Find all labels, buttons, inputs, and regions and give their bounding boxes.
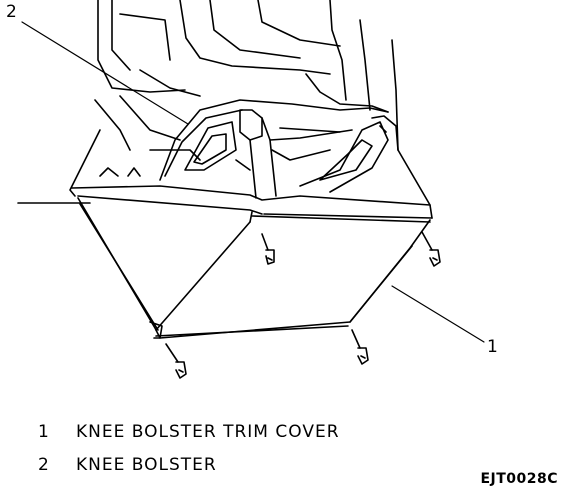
screw-upper-right <box>421 231 441 267</box>
legend-row: 1 KNEE BOLSTER TRIM COVER <box>38 424 340 441</box>
legend-row: 2 KNEE BOLSTER <box>38 457 217 474</box>
legend-label: KNEE BOLSTER <box>76 455 217 475</box>
screw-upper-left <box>261 233 275 265</box>
screw-lower-left <box>165 343 187 379</box>
knee-bolster <box>159 99 399 199</box>
callout-number-2: 2 <box>6 2 17 22</box>
screw-lower-right <box>351 329 369 365</box>
figure-code: EJT0028C <box>480 471 558 487</box>
legend-label: KNEE BOLSTER TRIM COVER <box>76 422 340 442</box>
leader-lines <box>21 21 485 343</box>
dashboard-structure <box>17 0 433 219</box>
screws <box>165 231 441 379</box>
knee-bolster-trim-cover <box>77 197 431 339</box>
leader-line-2 <box>21 21 189 125</box>
callout-number-1: 1 <box>487 337 498 357</box>
legend-number: 1 <box>38 422 50 442</box>
leader-line-1 <box>391 285 485 343</box>
legend-number: 2 <box>38 455 50 475</box>
